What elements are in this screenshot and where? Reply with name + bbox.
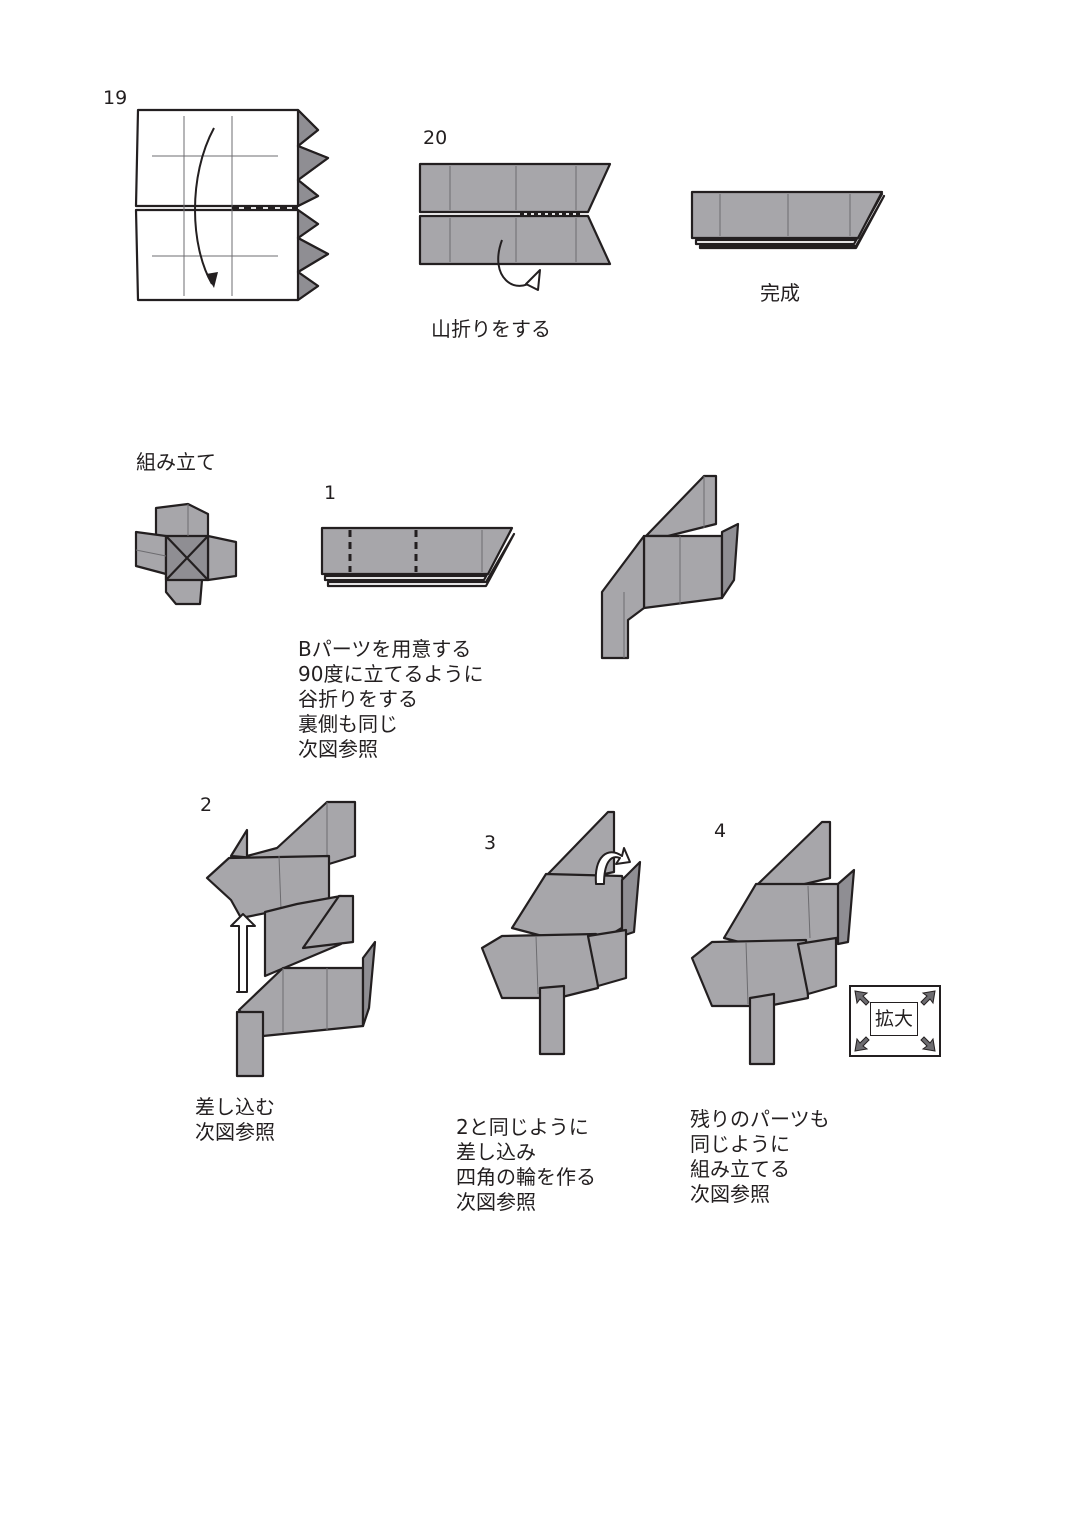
step-1-diagram [320,526,516,588]
step-4-caption-2: 同じように [690,1132,790,1156]
step-number-20: 20 [423,127,448,149]
step-number-1: 1 [324,482,337,504]
step-3-caption-2: 差し込み [456,1140,536,1164]
step-2-diagram [205,800,377,1078]
step-4-diagram [690,820,856,1066]
mountain-fold-caption: 山折りをする [431,317,551,341]
step-2-caption-2: 次図参照 [195,1120,275,1144]
step-1-caption-4: 裏側も同じ [298,712,398,736]
assembly-heading: 組み立て [136,450,216,474]
step-3-diagram [480,810,642,1056]
step-1-result-diagram [600,474,740,660]
step-3-caption-3: 四角の輪を作る [456,1165,596,1189]
step-number-3: 3 [484,832,497,854]
step-number-2: 2 [200,794,213,816]
step-number-4: 4 [714,820,727,842]
step-3-caption-1: 2と同じように [456,1115,589,1139]
zoom-badge: 拡大 [849,985,941,1057]
step-number-19: 19 [103,87,128,109]
step-1-caption-3: 谷折りをする [298,687,418,711]
expand-corners-icon [854,990,936,1052]
step-2-caption-1: 差し込む [195,1095,275,1119]
assembled-model-diagram [134,502,238,606]
step-1-caption-2: 90度に立てるように [298,662,484,686]
finished-piece-diagram [690,190,886,250]
step-19-diagram [134,108,330,302]
step-1-caption-5: 次図参照 [298,737,378,761]
zoom-badge-label: 拡大 [870,1002,918,1036]
step-4-caption-4: 次図参照 [690,1182,770,1206]
step-4-caption-1: 残りのパーツも [690,1107,830,1131]
step-4-caption-3: 組み立てる [690,1157,790,1181]
complete-caption: 完成 [760,281,800,305]
step-20-diagram [418,162,612,291]
step-1-caption-1: Bパーツを用意する [298,637,472,661]
step-3-caption-4: 次図参照 [456,1190,536,1214]
